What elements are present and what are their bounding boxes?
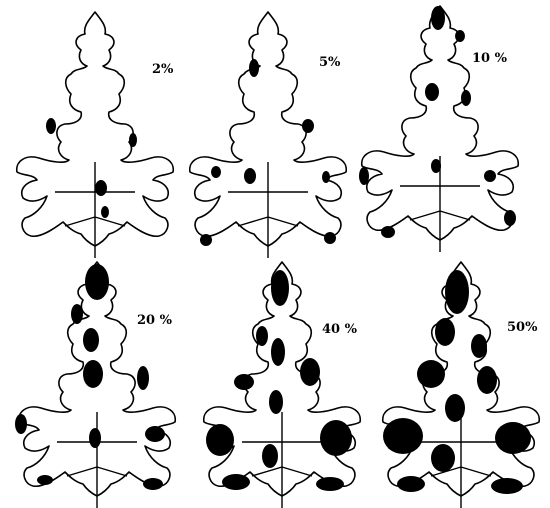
panel-2-percent: 2% [17,12,174,258]
severity-label: 5% [319,55,341,70]
panel-20-percent: 20 % [15,262,175,508]
panel-50-percent: 50% [383,262,540,508]
severity-label: 20 % [137,313,173,328]
severity-label: 10 % [472,51,508,66]
panel-5-percent: 5% [190,12,347,258]
panel-40-percent: 40 % [204,262,361,508]
severity-label: 40 % [322,322,358,337]
severity-label: 2% [152,62,174,77]
panel-10-percent: 10 % [359,6,518,252]
severity-label: 50% [507,320,538,335]
